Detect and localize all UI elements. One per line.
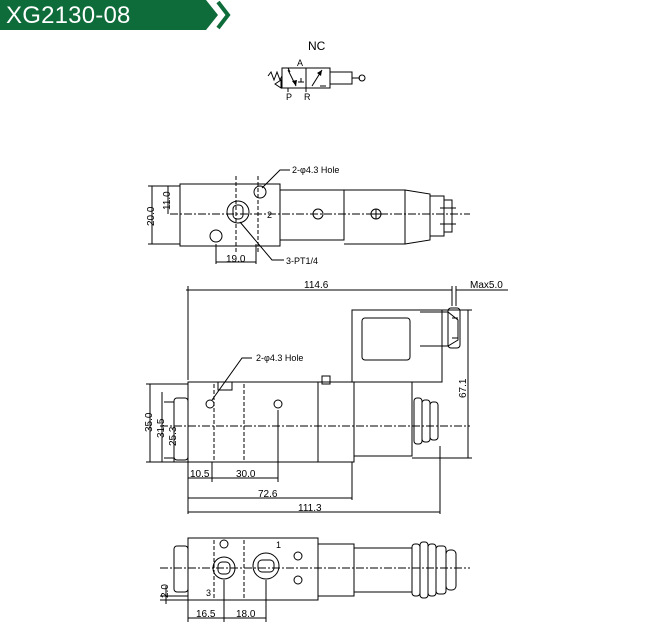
pilot-triangle-icon: [274, 79, 282, 89]
spring-icon: [267, 70, 283, 82]
bottom-view-port-1: [252, 552, 280, 580]
front-view-hole-label: 2-φ4.3 Hole: [256, 353, 303, 363]
symbol-port-p: P: [286, 92, 292, 102]
banner-shape: [0, 0, 231, 30]
top-view-mid-block: [279, 189, 345, 241]
front-view-coil-window: [361, 317, 411, 361]
top-view-solenoid: [344, 189, 431, 245]
bottom-view-solenoid-tube: [353, 547, 413, 593]
top-view-hole-label: 2-φ4.3 Hole: [292, 165, 339, 175]
symbol-nc-label: NC: [308, 39, 326, 53]
bottom-view-dim-18: 18.0: [236, 609, 256, 620]
top-view-body: [179, 183, 281, 247]
bottom-view: 1 3 2.0 16.5 18.0: [160, 537, 470, 622]
front-view-dim-315: 31.5: [156, 418, 167, 438]
front-view-hole-2: [273, 399, 283, 409]
front-view-dim-height: 67.1: [458, 378, 469, 398]
symbol-box-right: [305, 67, 331, 89]
top-view-hole-2: [209, 229, 223, 243]
top-view-dim-small: 11.0: [162, 191, 173, 210]
top-view-port-2: [226, 200, 250, 224]
front-view-dim-726: 72.6: [258, 489, 278, 500]
bottom-view-port-1-label: 1: [276, 540, 281, 550]
top-view: 2 2-φ4.3 Hole 3-PT1/4 20.0 11.0 19.0: [146, 165, 470, 266]
symbol-box-left: [281, 67, 307, 89]
front-view: 114.6 Max5.0 2-φ4.3 Hole: [144, 280, 508, 514]
top-view-port-num: 2: [267, 210, 272, 220]
top-view-dim-width: 19.0: [226, 254, 246, 265]
symbol-port-a: A: [297, 58, 303, 68]
front-view-dim-1113: 111.3: [298, 503, 322, 514]
title-banner: XG2130-08: [0, 0, 235, 31]
top-view-connector: [429, 195, 445, 237]
top-view-port-label: 3-PT1/4: [286, 256, 318, 266]
front-view-hole-1: [205, 399, 215, 409]
front-view-dim-total: 114.6: [304, 280, 329, 291]
symbol-solenoid-circle: [358, 74, 366, 82]
valve-symbol: NC A P R: [267, 39, 366, 102]
front-view-dim-105: 10.5: [190, 469, 210, 480]
bottom-view-port-3: [212, 556, 236, 580]
symbol-solenoid: [329, 71, 353, 85]
bottom-view-dim-165: 16.5: [196, 609, 216, 620]
front-view-dim-35: 35.0: [144, 412, 155, 432]
symbol-port-r: R: [304, 92, 311, 102]
bottom-view-dim-20: 2.0: [160, 584, 171, 598]
front-view-body: [187, 381, 319, 463]
front-view-dim-253: 25.3: [168, 426, 179, 446]
model-title: XG2130-08: [6, 2, 131, 29]
top-view-hole-1: [253, 185, 267, 199]
top-view-dim-height: 20.0: [146, 206, 157, 226]
front-view-solenoid-tube: [353, 381, 413, 457]
bottom-view-port-3-label: 3: [206, 588, 211, 598]
front-view-dim-30: 30.0: [236, 469, 256, 480]
front-view-max-label: Max5.0: [470, 280, 503, 291]
